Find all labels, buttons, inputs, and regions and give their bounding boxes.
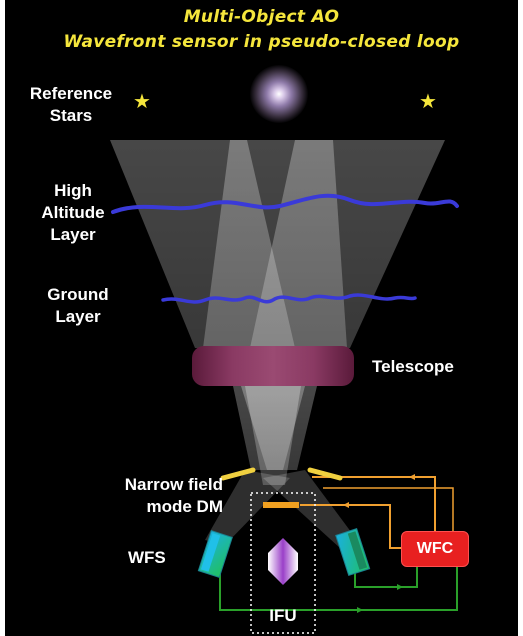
title-line-1: Multi-Object AO [183, 7, 340, 27]
green-arrow-2 [397, 584, 403, 590]
star-icon: ★ [419, 89, 437, 113]
orange-arrow-1 [409, 474, 415, 480]
narrow-field-line-1: Narrow field [124, 475, 223, 494]
ifu-box [250, 492, 316, 634]
ground-turbulence [161, 293, 417, 304]
ndm-mirror-center [263, 502, 299, 508]
galaxy-icon [250, 65, 308, 123]
orange-loop [312, 476, 436, 531]
narrow-field-line-2: mode DM [146, 497, 224, 516]
orange-arrow-2 [343, 502, 349, 508]
reference-stars-label: Reference Stars [15, 83, 127, 127]
ground-layer-label: Ground Layer [23, 284, 133, 328]
green-loop [219, 565, 458, 611]
wfc-box: WFC [401, 531, 469, 567]
beam-diagram [110, 140, 459, 634]
beam-right-to-wfs [263, 470, 357, 548]
orange-loop-outer [323, 487, 454, 531]
high-altitude-line-2: Altitude [41, 203, 105, 222]
ground-line-2: Layer [55, 307, 101, 326]
ifu-prism [268, 538, 298, 585]
beam-right-upper [250, 140, 445, 348]
high-altitude-line-3: Layer [50, 225, 96, 244]
ground-line-1: Ground [47, 285, 109, 304]
reference-stars-line-2: Stars [49, 106, 93, 125]
ndm-mirror-right [307, 467, 343, 481]
wfs-left [197, 530, 233, 579]
reference-stars-line-1: Reference [29, 84, 113, 103]
star-icon: ★ [133, 89, 151, 113]
high-altitude-line-1: High [54, 181, 92, 200]
high-altitude-turbulence [111, 193, 459, 214]
telescope-label: Telescope [372, 357, 454, 376]
beam-right-lower [241, 386, 317, 470]
telescope-lens [192, 346, 354, 386]
high-altitude-layer-label: High Altitude Layer [23, 180, 123, 246]
title-line-2: Wavefront sensor in pseudo-closed loop [63, 32, 460, 52]
ndm-mirror-left [220, 467, 256, 481]
beam-left-to-wfs [205, 470, 290, 545]
green-arrow-1 [357, 607, 363, 613]
diagram-canvas: Multi-Object AO Wavefront sensor in pseu… [5, 0, 518, 636]
ifu-label: IFU [269, 606, 297, 625]
wfs-right [335, 528, 371, 577]
narrow-field-dm-label: Narrow field mode DM [63, 474, 223, 518]
wfs-label: WFS [128, 548, 166, 567]
